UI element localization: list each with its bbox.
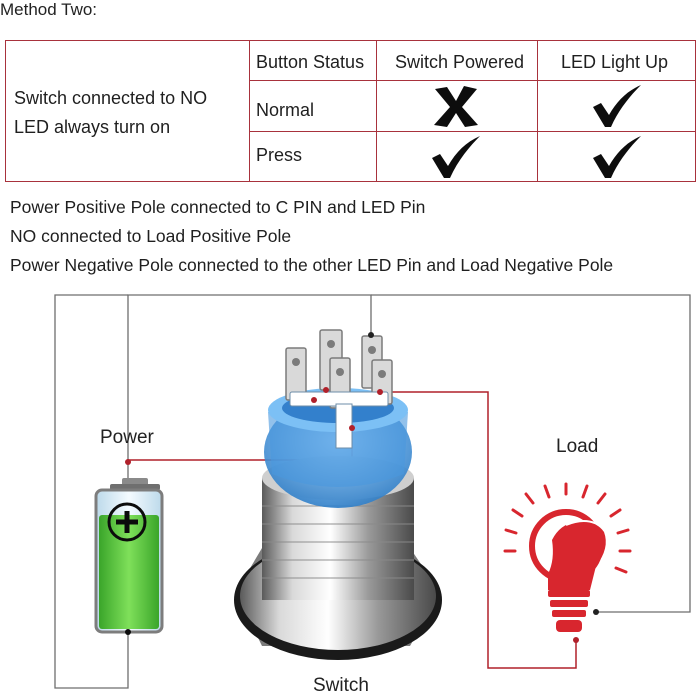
header-led-light-up: LED Light Up (561, 52, 669, 72)
row-status-normal: Normal (256, 100, 315, 120)
table-divider (537, 41, 538, 181)
status-table: Switch connected to NO LED always turn o… (5, 40, 696, 182)
check-icon (593, 85, 641, 127)
table-divider (376, 41, 377, 181)
check-icon (432, 136, 480, 178)
instruction-2: NO connected to Load Positive Pole (10, 226, 292, 246)
header-switch-powered: Switch Powered (395, 52, 525, 72)
mode-line-2: LED always turn on (14, 117, 171, 137)
cross-icon (434, 86, 478, 127)
header-button-status: Button Status (256, 52, 365, 72)
load-label: Load (556, 436, 599, 457)
battery-icon (94, 459, 164, 635)
mode-line-1: Switch connected to NO (14, 88, 208, 108)
bulb-icon (503, 482, 632, 643)
table-divider (249, 131, 695, 132)
check-icon (593, 136, 641, 178)
table-divider (249, 80, 695, 81)
method-title: Method Two: (0, 0, 98, 19)
row-status-press: Press (256, 145, 303, 165)
switch-label: Switch (313, 675, 369, 696)
instruction-3: Power Negative Pole connected to the oth… (10, 255, 614, 275)
switch-image (234, 329, 442, 660)
gray-wire (54, 294, 691, 689)
table-divider (249, 41, 250, 181)
instruction-1: Power Positive Pole connected to C PIN a… (10, 197, 426, 217)
power-label: Power (100, 427, 154, 448)
